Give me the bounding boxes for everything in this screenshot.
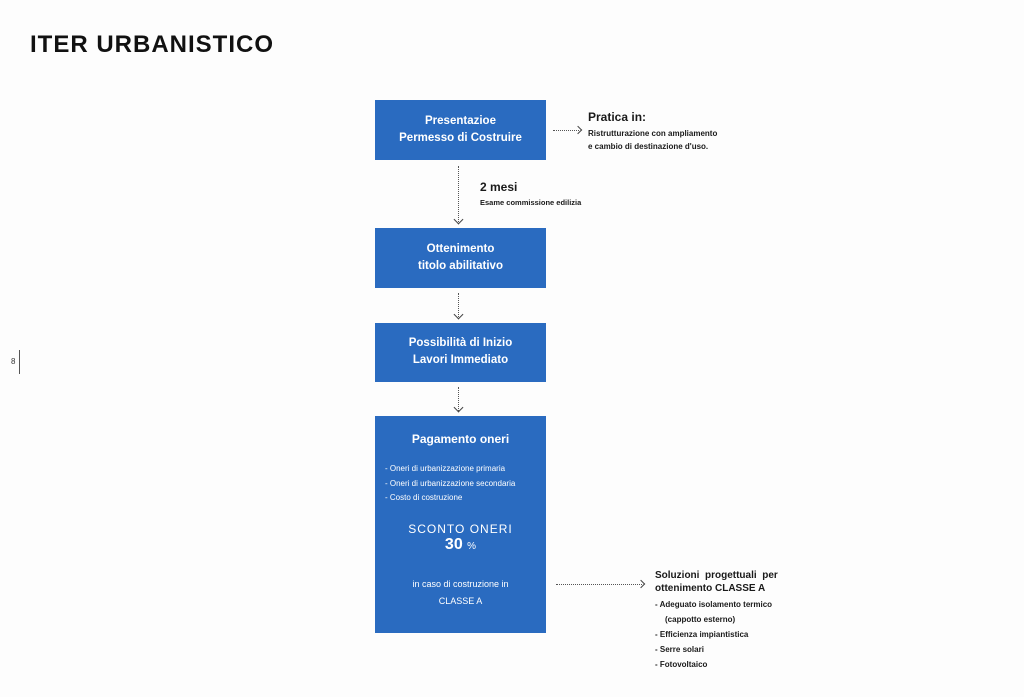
- note-tempo: 2 mesi Esame commissione edilizia: [480, 180, 581, 207]
- page-number-divider: [19, 350, 20, 374]
- connector-soluzioni: [556, 584, 642, 585]
- step-inizio-lavori-box: Possibilità di Inizio Lavori Immediato: [375, 323, 546, 382]
- note-soluzioni-heading-line2: ottenimento CLASSE A: [655, 583, 766, 594]
- step-inizio-lavori-line1: Possibilità di Inizio: [408, 337, 513, 349]
- discount-condition: in caso di costruzione in CLASSE A: [375, 576, 546, 610]
- step-presentazione-line1: Presentazioe: [425, 115, 496, 127]
- step-inizio-lavori-line2: Lavori Immediato: [412, 354, 509, 366]
- arrow-down-icon: [453, 309, 464, 320]
- note-soluzioni: Soluzioni progettuali per ottenimento CL…: [655, 569, 815, 672]
- page-title: ITER URBANISTICO: [30, 31, 274, 58]
- connector-step2-step3: [458, 293, 459, 317]
- step-ottenimento-box: Ottenimento titolo abilitativo: [375, 228, 546, 288]
- connector-pratica: [553, 130, 579, 131]
- step-presentazione-box: Presentazioe Permesso di Costruire: [375, 100, 546, 160]
- note-tempo-detail: Esame commissione edilizia: [480, 198, 582, 207]
- note-soluzioni-heading-line1: Soluzioni progettuali per: [655, 570, 778, 581]
- step-ottenimento-line1: Ottenimento: [426, 243, 495, 255]
- step-ottenimento-line2: titolo abilitativo: [418, 260, 503, 272]
- oneri-list: - Oneri di urbanizzazione primaria - One…: [385, 462, 515, 506]
- oneri-list-item: - Oneri di urbanizzazione primaria: [385, 464, 506, 473]
- connector-step1-step2: [458, 166, 459, 222]
- oneri-list-item: - Costo di costruzione: [385, 493, 463, 502]
- note-tempo-heading: 2 mesi: [480, 180, 518, 194]
- discount-condition-line1: in caso di costruzione in: [412, 579, 509, 589]
- soluzioni-list-item: - Fotovoltaico: [655, 660, 708, 669]
- discount-value-wrap: 30 %: [375, 536, 546, 554]
- discount-label: SCONTO ONERI: [408, 522, 513, 536]
- arrow-right-icon: [573, 125, 583, 135]
- soluzioni-list-item: (cappotto esterno): [665, 615, 736, 624]
- oneri-list-item: - Oneri di urbanizzazione secondaria: [385, 478, 516, 488]
- note-pratica-line2: e cambio di destinazione d'uso.: [588, 142, 709, 151]
- step-pagamento-oneri-box: Pagamento oneri - Oneri di urbanizzazion…: [375, 416, 546, 633]
- arrow-down-icon: [453, 402, 464, 413]
- note-pratica-line1: Ristrutturazione con ampliamento: [588, 129, 718, 138]
- soluzioni-list-item: - Adeguato isolamento termico: [655, 600, 773, 609]
- arrow-down-icon: [453, 214, 464, 225]
- note-pratica-heading: Pratica in:: [588, 110, 647, 124]
- note-pratica: Pratica in: Ristrutturazione con ampliam…: [588, 110, 717, 153]
- page-number: 8: [11, 357, 16, 366]
- discount-unit: %: [467, 541, 477, 552]
- arrow-right-icon: [636, 579, 646, 589]
- step-presentazione-line2: Permesso di Costruire: [399, 132, 522, 144]
- soluzioni-list-item: - Efficienza impiantistica: [655, 630, 749, 639]
- discount-condition-line2: CLASSE A: [438, 596, 483, 606]
- step-pagamento-oneri-title: Pagamento oneri: [411, 432, 510, 446]
- connector-step3-step4: [458, 387, 459, 411]
- soluzioni-list-item: - Serre solari: [655, 645, 704, 654]
- discount-value: 30: [444, 536, 463, 553]
